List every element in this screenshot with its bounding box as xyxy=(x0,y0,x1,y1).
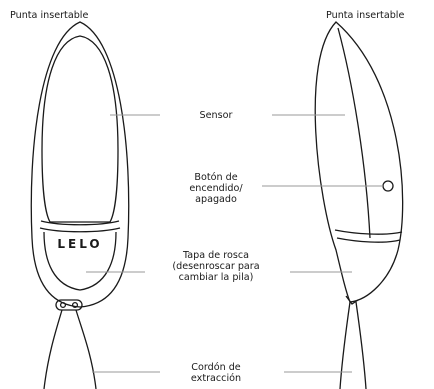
label-power-button-line-3: apagado xyxy=(195,194,237,205)
label-screw-cap-line-3: cambiar la pila) xyxy=(178,272,254,283)
side-band-line-top xyxy=(334,229,403,235)
front-cord-right xyxy=(75,309,97,389)
front-band-line-bottom xyxy=(39,227,121,233)
label-insert-tip-left: Punta insertable xyxy=(10,10,89,21)
label-insert-tip-right: Punta insertable xyxy=(326,10,405,21)
label-power-button-line-1: Botón de xyxy=(194,172,238,183)
label-pull-cord: Cordón de extracción xyxy=(191,362,241,384)
side-power-button xyxy=(382,180,394,192)
leader-lines xyxy=(86,114,383,373)
brand-logo: LELO xyxy=(57,237,102,251)
front-cap-outline xyxy=(43,231,117,291)
label-sensor: Sensor xyxy=(199,110,233,121)
side-cord-left xyxy=(339,301,351,389)
label-screw-cap-line-2: (desenroscar para xyxy=(172,261,260,272)
front-outer-shell xyxy=(30,21,130,308)
side-band-line-bottom xyxy=(336,237,401,243)
label-pull-cord-line-1: Cordón de xyxy=(191,362,241,373)
side-seam xyxy=(337,27,371,239)
front-cord-eyelet xyxy=(55,299,83,311)
side-view xyxy=(314,21,404,389)
side-outer-shell xyxy=(314,21,404,303)
label-power-button: Botón de encendido/ apagado xyxy=(189,172,242,205)
label-screw-cap: Tapa de rosca (desenroscar para cambiar … xyxy=(172,250,259,283)
front-sensor-face xyxy=(41,35,119,223)
front-band-line-top xyxy=(40,220,120,226)
label-power-button-line-2: encendido/ xyxy=(189,183,243,194)
side-cord-right xyxy=(355,301,367,389)
label-screw-cap-line-1: Tapa de rosca xyxy=(183,250,249,261)
label-pull-cord-line-2: extracción xyxy=(190,373,242,384)
front-view xyxy=(30,21,130,389)
front-cord-left xyxy=(43,309,63,389)
